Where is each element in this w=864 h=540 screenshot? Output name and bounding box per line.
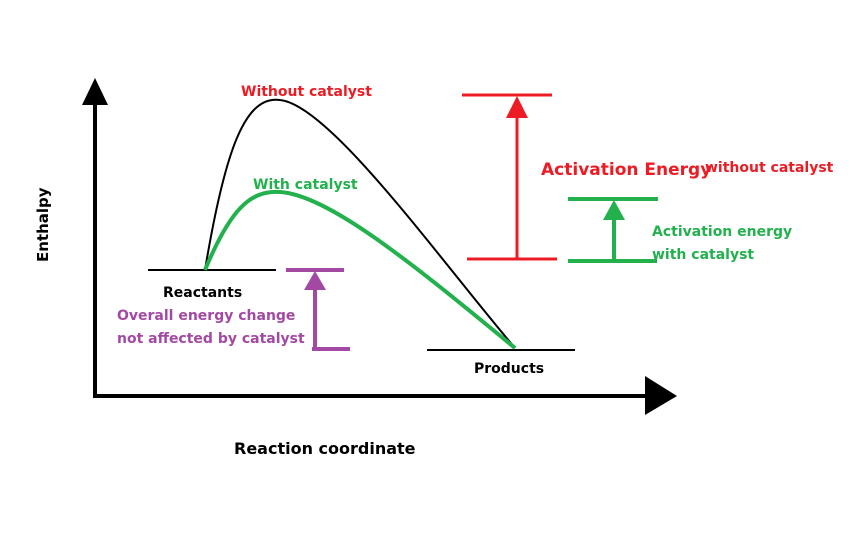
ea-with-line2: with catalyst bbox=[652, 247, 754, 263]
x-axis-label: Reaction coordinate bbox=[234, 439, 416, 458]
y-axis-label: Enthalpy bbox=[34, 187, 52, 262]
y-axis-arrowhead bbox=[82, 78, 108, 105]
green-arrowhead-icon bbox=[603, 200, 625, 220]
red-arrowhead-icon bbox=[506, 96, 528, 118]
with-catalyst-label: With catalyst bbox=[253, 177, 358, 193]
ea-with-line1: Activation energy bbox=[652, 224, 792, 240]
reactants-label: Reactants bbox=[163, 285, 242, 301]
purple-arrowhead-icon bbox=[304, 271, 326, 290]
ea-with-catalyst-marker bbox=[568, 197, 658, 263]
overall-change-marker bbox=[286, 268, 350, 351]
curve-with-catalyst bbox=[203, 189, 517, 350]
overall-line1: Overall energy change bbox=[117, 308, 295, 324]
ea-without-catalyst-marker bbox=[462, 93, 557, 261]
x-axis-arrowhead bbox=[645, 376, 677, 415]
ea-without-suffix-label: without catalyst bbox=[705, 160, 834, 176]
without-catalyst-label: Without catalyst bbox=[241, 84, 372, 100]
products-label: Products bbox=[474, 361, 544, 377]
ea-without-main-label: Activation Energy bbox=[541, 160, 711, 180]
overall-line2: not affected by catalyst bbox=[117, 331, 305, 347]
curve-without-catalyst bbox=[204, 98, 516, 349]
